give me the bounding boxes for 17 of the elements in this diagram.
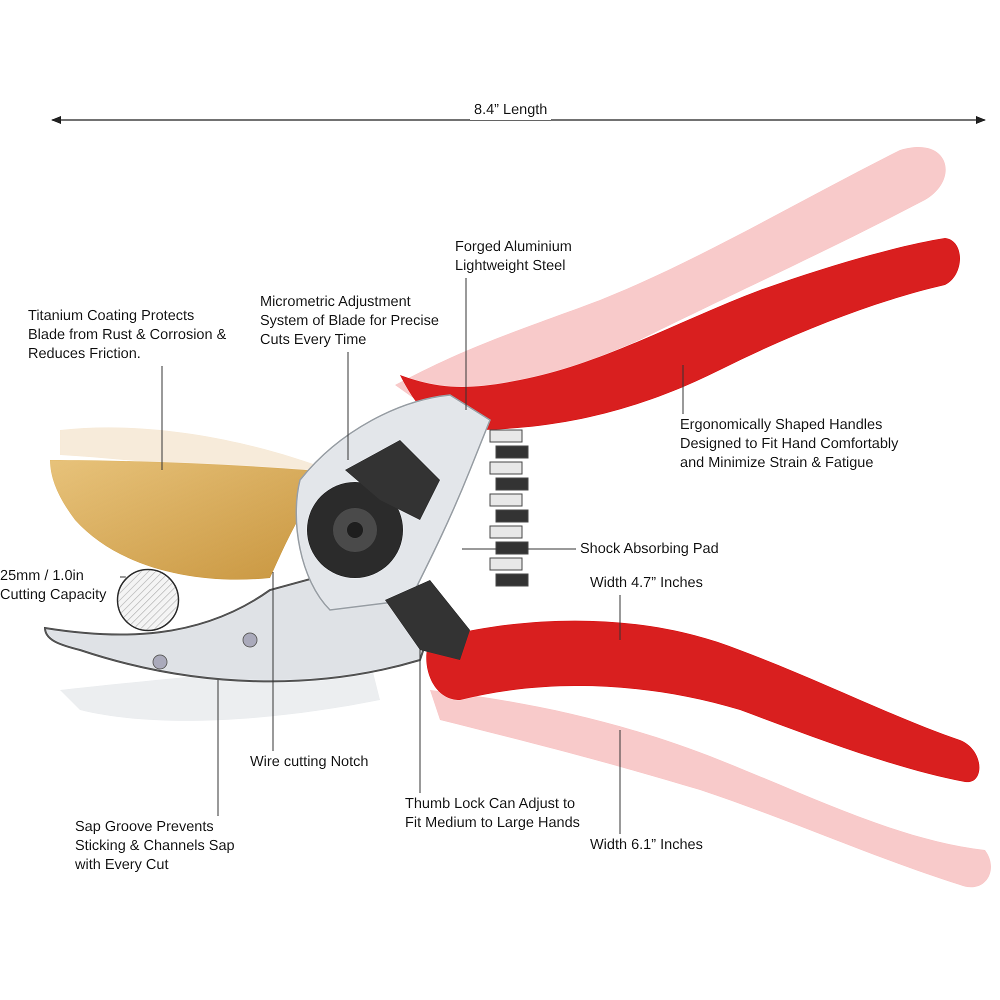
callout-text: Shock Absorbing Pad	[580, 540, 745, 559]
callout-text: Ergonomically Shaped Handles Designed to Fit Hand Comfortably and Minimize Strain & Fatigue	[680, 416, 925, 473]
callout-text: Width 6.1” Inches	[590, 836, 820, 855]
callout-text: 25mm / 1.0in Cutting Capacity	[0, 567, 118, 605]
dimension-label: 8.4” Length	[470, 101, 552, 120]
callout-text: Titanium Coating Protects Blade from Rust & Corrosion & Reduces Friction.	[28, 307, 228, 364]
callout-text: Sap Groove Prevents Sticking & Channels Sap with Every Cut	[75, 818, 250, 875]
callout-text: Forged Aluminium Lightweight Steel	[455, 238, 595, 276]
callout-text: Width 4.7” Inches	[590, 574, 810, 593]
leader-line	[120, 576, 126, 578]
callout-text: Micrometric Adjustment System of Blade for Precise Cuts Every Time	[260, 293, 440, 350]
leader-line	[462, 548, 576, 550]
callout-text: Thumb Lock Can Adjust to Fit Medium to Large Hands	[405, 795, 590, 833]
cutting-capacity-circle	[116, 568, 180, 632]
leader-line	[682, 364, 684, 414]
leader-line	[272, 572, 274, 752]
callout-text: Wire cutting Notch	[250, 753, 390, 772]
